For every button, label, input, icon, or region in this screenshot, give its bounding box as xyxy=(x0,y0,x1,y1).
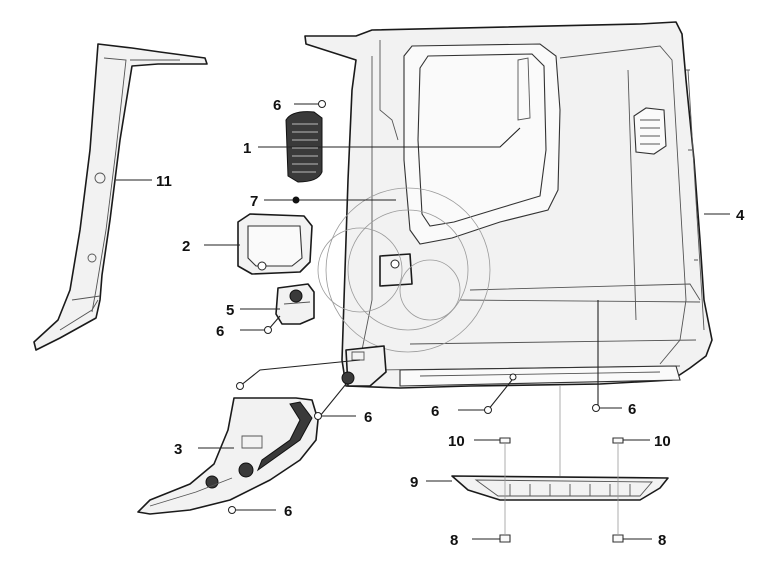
callout-9: 9 xyxy=(410,474,418,491)
callout-6-right: 6 xyxy=(628,401,636,418)
leader-lines xyxy=(116,103,730,540)
callout-10-right: 10 xyxy=(654,433,671,450)
callout-1: 1 xyxy=(243,140,251,157)
callout-10-left: 10 xyxy=(448,433,465,450)
lower-pillar-trim-part xyxy=(137,397,319,515)
fastener-screws xyxy=(499,386,624,543)
callout-5: 5 xyxy=(226,302,234,319)
callout-6-middle: 6 xyxy=(364,409,372,426)
side-panel-part xyxy=(304,21,713,389)
callout-8-right: 8 xyxy=(658,532,666,549)
callout-2: 2 xyxy=(182,238,190,255)
mount-bracket-part xyxy=(275,283,315,325)
floor-tray-part xyxy=(451,475,669,501)
callout-markers xyxy=(228,100,600,514)
callout-4: 4 xyxy=(736,207,745,224)
callout-6-bracket: 6 xyxy=(216,323,224,340)
callout-6-step: 6 xyxy=(431,403,439,420)
callout-11: 11 xyxy=(156,173,172,190)
callout-7: 7 xyxy=(250,193,258,210)
pillar-trim-part xyxy=(33,43,208,351)
callout-3: 3 xyxy=(174,441,182,458)
callout-6-top: 6 xyxy=(273,97,281,114)
callout-labels: 6 1 11 7 4 2 5 6 6 6 6 3 10 10 9 6 8 8 xyxy=(156,97,745,549)
callout-8-left: 8 xyxy=(450,532,458,549)
storage-box-part xyxy=(237,213,313,275)
callout-6-bottom: 6 xyxy=(284,503,292,520)
